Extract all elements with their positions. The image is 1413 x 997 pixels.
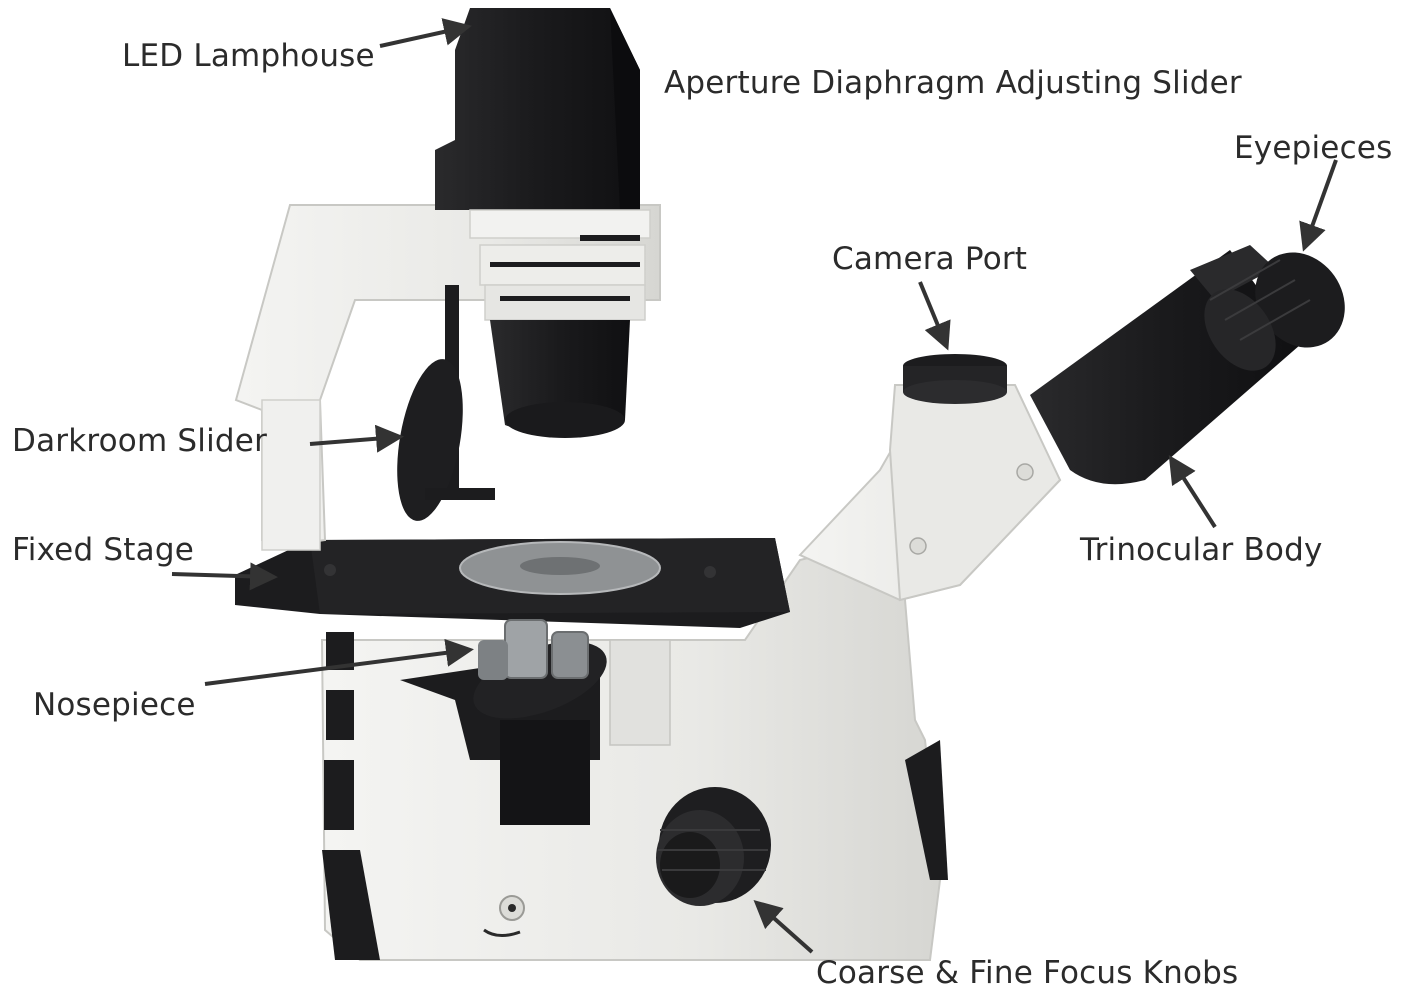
label-focus-knobs: Coarse & Fine Focus Knobs	[816, 958, 1238, 989]
arrow-trinocular-body	[1172, 460, 1215, 527]
arrow-darkroom-slider	[310, 437, 398, 444]
camera-port-graphic	[903, 354, 1007, 404]
label-led-lamphouse: LED Lamphouse	[122, 41, 375, 72]
label-eyepieces: Eyepieces	[1234, 133, 1392, 164]
label-nosepiece: Nosepiece	[33, 690, 196, 721]
label-darkroom-slider: Darkroom Slider	[12, 426, 267, 457]
label-camera-port: Camera Port	[832, 244, 1027, 275]
label-fixed-stage: Fixed Stage	[12, 535, 194, 566]
darkroom-slider-graphic	[386, 285, 495, 526]
arrow-camera-port	[920, 282, 946, 345]
stage-graphic	[235, 538, 790, 628]
trinocular-body-graphic	[800, 385, 1060, 600]
label-aperture-slider: Aperture Diaphragm Adjusting Slider	[664, 68, 1242, 99]
label-trinocular-body: Trinocular Body	[1080, 535, 1323, 566]
led-lamphouse-graphic	[435, 8, 640, 210]
arrow-eyepieces	[1305, 160, 1336, 246]
eyepieces-graphic	[1030, 235, 1363, 484]
arrow-led-lamphouse	[380, 27, 466, 46]
